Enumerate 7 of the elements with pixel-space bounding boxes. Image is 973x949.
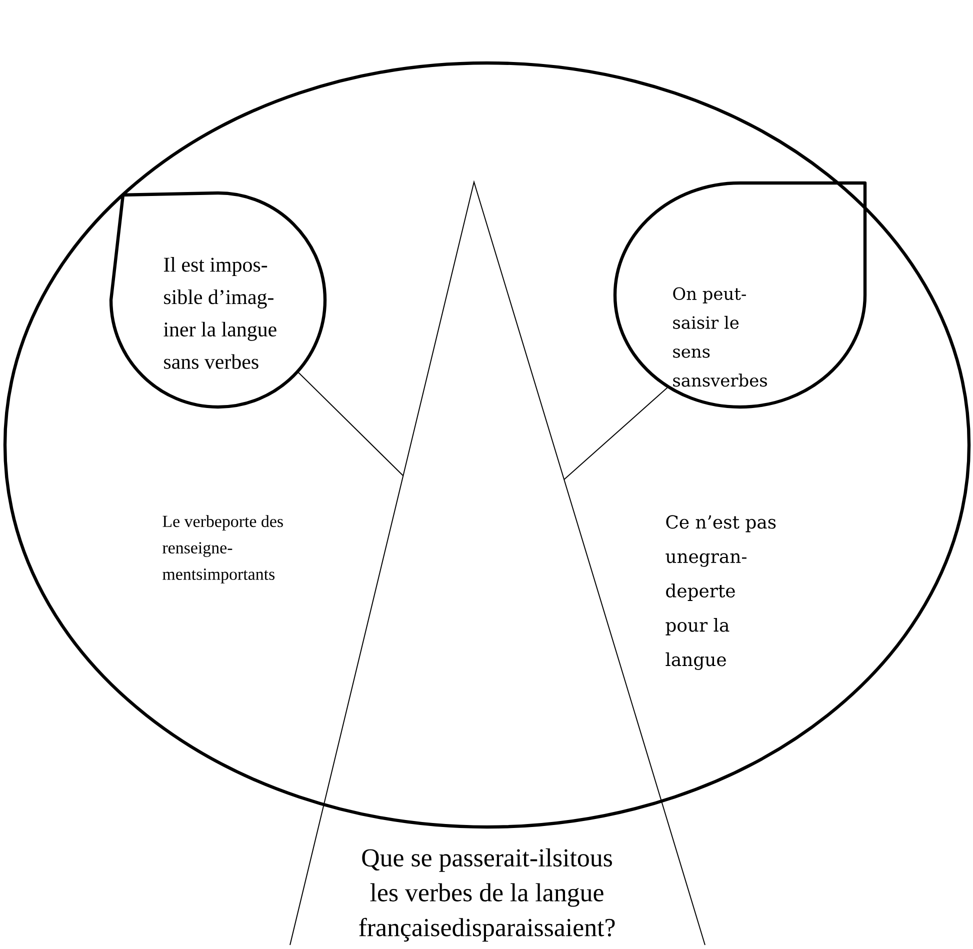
speech-bubble: On peut- saisir le sens sansverbes bbox=[613, 181, 867, 409]
question-text: Que se passerait-ilsitous les verbes de la langue françaisedisparaissaient? bbox=[359, 848, 615, 942]
leader-line bbox=[564, 386, 669, 480]
leader-line bbox=[297, 371, 404, 476]
text-label: Ce n’est pas unegran- deperte pour la langue bbox=[666, 515, 776, 670]
ellipse-outline bbox=[3, 61, 971, 829]
speech-bubble: Il est impos- sible d’imag- iner la langue sans verbes bbox=[109, 191, 327, 409]
